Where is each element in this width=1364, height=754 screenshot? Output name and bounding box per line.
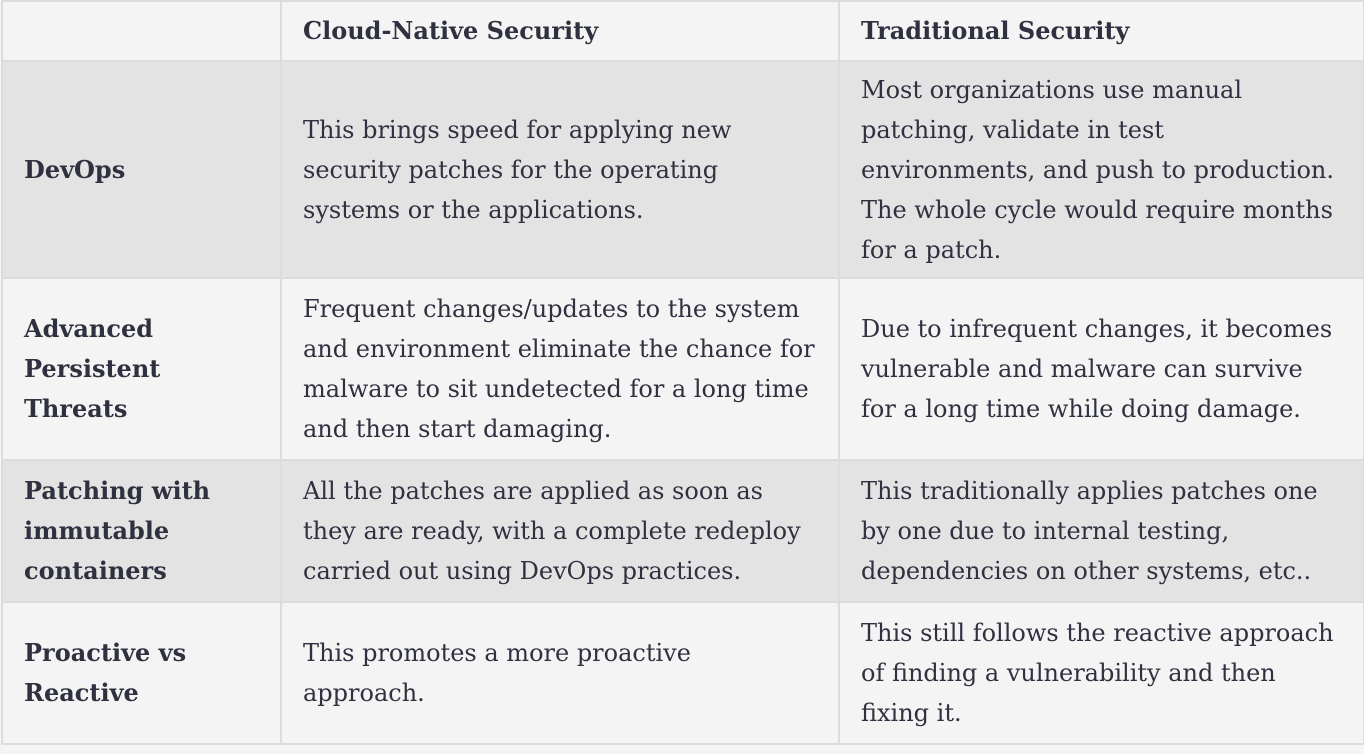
row-label: DevOps <box>1 60 282 279</box>
table-row: Proactive vs Reactive This promotes a mo… <box>1 601 1364 745</box>
cloud-native-cell: This brings speed for applying new secur… <box>280 60 840 279</box>
header-row: Cloud-Native Security Traditional Securi… <box>1 0 1364 62</box>
cloud-native-cell: This promotes a more proactive approach. <box>280 601 840 745</box>
header-traditional: Traditional Security <box>838 0 1364 62</box>
cloud-native-cell: All the patches are applied as soon as t… <box>280 459 840 603</box>
row-label: Patching with immutable containers <box>1 459 282 603</box>
cloud-native-cell: Frequent changes/updates to the system a… <box>280 277 840 461</box>
traditional-cell: This traditionally applies patches one b… <box>838 459 1364 603</box>
table-row: DevOps This brings speed for applying ne… <box>1 60 1364 279</box>
traditional-cell: This still follows the reactive approach… <box>838 601 1364 745</box>
header-cell-empty <box>1 0 282 62</box>
table-row: Advanced Persistent Threats Frequent cha… <box>1 277 1364 461</box>
row-label: Advanced Persistent Threats <box>1 277 282 461</box>
traditional-cell: Due to infrequent changes, it becomes vu… <box>838 277 1364 461</box>
header-cloud-native: Cloud-Native Security <box>280 0 840 62</box>
traditional-cell: Most organizations use manual patching, … <box>838 60 1364 279</box>
row-label: Proactive vs Reactive <box>1 601 282 745</box>
table-row: Patching with immutable containers All t… <box>1 459 1364 603</box>
